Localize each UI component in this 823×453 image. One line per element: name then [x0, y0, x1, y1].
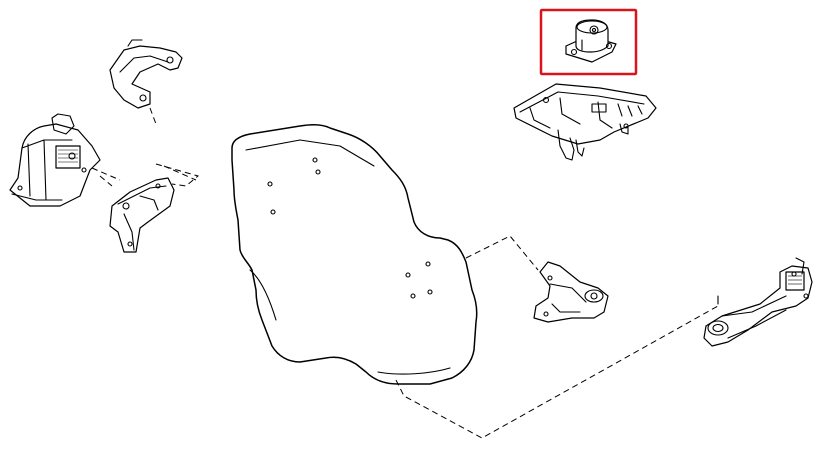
- transmission-mount-bracket: [513, 83, 657, 161]
- engine-block: [231, 123, 478, 385]
- engine-bolt-hole: [267, 181, 273, 187]
- dashed-leader-lines: [91, 107, 719, 439]
- highlight-box: [539, 8, 638, 76]
- engine-bolt-hole: [405, 272, 411, 278]
- engine-bolt-hole: [427, 289, 433, 295]
- torque-rod: [703, 257, 813, 347]
- engine-bolt-hole: [270, 209, 276, 215]
- right-mount-lower-bracket: [109, 177, 175, 253]
- engine-bolt-hole: [315, 169, 321, 175]
- engine-bolt-hole: [312, 157, 318, 163]
- upper-right-mount[interactable]: [565, 19, 617, 63]
- engine-bolt-hole: [425, 261, 431, 267]
- engine-bolt-hole: [410, 293, 416, 299]
- right-mount-upper-bracket: [109, 39, 183, 109]
- right-engine-mount: [9, 113, 101, 207]
- rear-mount-bracket: [533, 261, 609, 323]
